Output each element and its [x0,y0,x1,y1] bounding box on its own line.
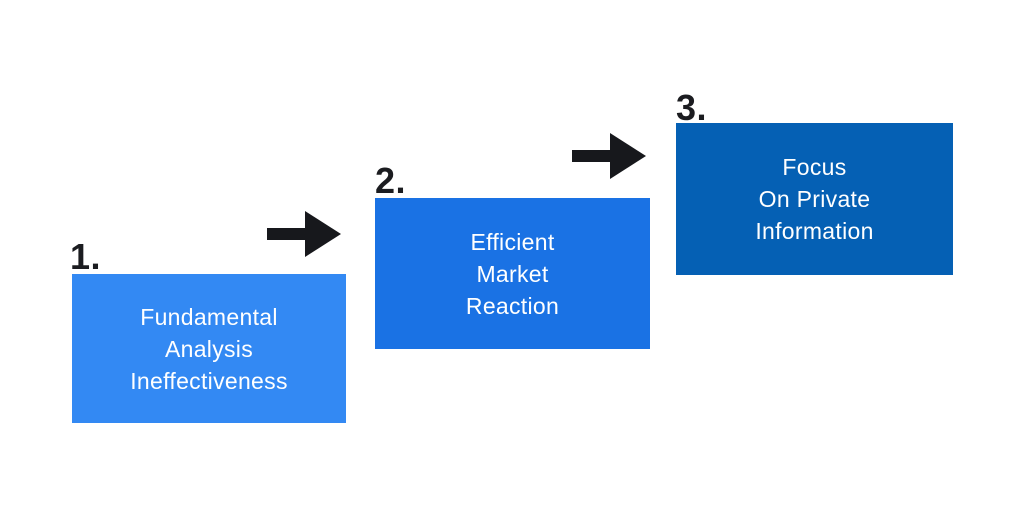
step-3-line-1: Focus [782,154,847,180]
arrow-head [305,211,341,257]
step-2-line-2: Market [476,260,549,287]
step-2-box: Efficient Market Reaction [375,198,650,349]
step-3-line-2: On Private [758,186,871,212]
step-2-line-1: Efficient [470,228,555,255]
step-3-line-3: Information [755,218,874,244]
step-3-number: 3. [676,87,708,128]
step-1-number: 1. [70,236,102,277]
step-1-line-2: Analysis [164,335,254,362]
right-arrow-icon [572,133,646,179]
arrow-shaft [572,150,614,162]
step-1-box: Fundamental Analysis Ineffectiveness [72,274,346,423]
step-1-line-1: Fundamental [140,303,278,330]
step-2-line-3: Reaction [465,292,560,319]
arrow-head [610,133,646,179]
right-arrow-icon [267,211,341,257]
step-2-number: 2. [375,160,407,201]
step-1-line-3: Ineffectiveness [130,367,288,394]
arrow-shaft [267,228,309,240]
step-3-box: Focus On Private Information [676,123,953,275]
